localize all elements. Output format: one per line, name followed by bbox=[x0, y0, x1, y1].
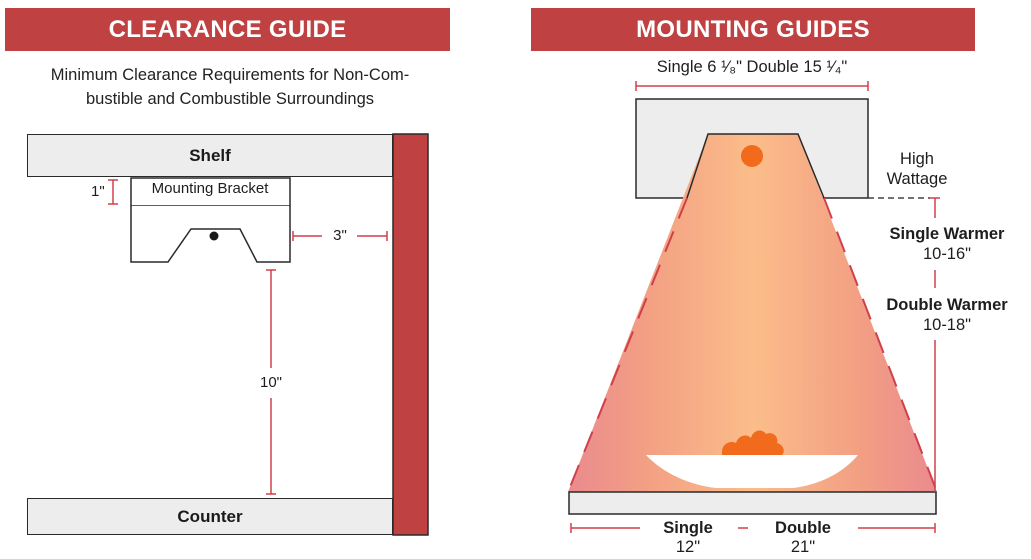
dimension-3-inch-label: 3" bbox=[333, 227, 347, 244]
high-wattage-line-2: Wattage bbox=[886, 170, 948, 188]
mounting-guides-banner: MOUNTING GUIDES bbox=[531, 8, 975, 51]
food-icon bbox=[722, 430, 784, 456]
bottom-double-value: 21" bbox=[790, 538, 816, 556]
heat-zone-right-edge bbox=[823, 197, 938, 493]
warmer-width-label: Single 6 ¹⁄₈" Double 15 ¹⁄₄" bbox=[656, 58, 848, 76]
counter-label: Counter bbox=[177, 506, 243, 526]
counter-slab bbox=[568, 491, 937, 515]
clearance-subtitle: Minimum Clearance Requirements for Non-C… bbox=[0, 63, 460, 111]
shelf: Shelf bbox=[27, 134, 393, 177]
dimension-3-inch bbox=[292, 231, 388, 241]
heat-zone-left-edge bbox=[567, 197, 688, 493]
dimension-10-inch bbox=[266, 269, 276, 495]
warmer-bulb-dot bbox=[209, 231, 219, 241]
counter: Counter bbox=[27, 498, 393, 535]
dimension-10-inch-label: 10" bbox=[259, 374, 283, 391]
single-warmer-label: Single Warmer 10-16" bbox=[890, 224, 1005, 264]
heat-zone bbox=[568, 134, 937, 492]
clearance-subtitle-line-2: bustible and Combustible Surroundings bbox=[85, 90, 374, 108]
bottom-single-name: Single bbox=[663, 519, 713, 537]
high-wattage-line-1: High bbox=[900, 150, 934, 168]
bottom-single-value: 12" bbox=[675, 538, 701, 556]
warmer-width-dimension bbox=[635, 81, 869, 91]
shelf-label: Shelf bbox=[189, 145, 231, 165]
double-warmer-name: Double Warmer bbox=[886, 296, 1008, 314]
mounting-bracket-label: Mounting Bracket bbox=[151, 180, 269, 197]
bottom-double-label: Double 21" bbox=[775, 519, 831, 557]
double-warmer-label: Double Warmer 10-18" bbox=[886, 295, 1007, 335]
reflector-outline bbox=[686, 133, 825, 199]
wall bbox=[392, 133, 429, 536]
clearance-guide-title: CLEARANCE GUIDE bbox=[108, 15, 347, 43]
clearance-subtitle-line-1: Minimum Clearance Requirements for Non-C… bbox=[50, 66, 410, 84]
counter-width-dimension bbox=[570, 523, 936, 533]
mounting-height-dimension bbox=[930, 197, 940, 492]
plate-icon bbox=[646, 455, 858, 488]
bottom-single-label: Single 12" bbox=[663, 519, 713, 557]
warmer-housing bbox=[130, 206, 291, 263]
double-warmer-range: 10-18" bbox=[922, 316, 972, 334]
dimension-1-inch bbox=[108, 179, 118, 205]
high-wattage-label: High Wattage bbox=[887, 149, 948, 189]
mounting-bracket bbox=[130, 177, 291, 207]
lamp-icon bbox=[741, 145, 763, 167]
single-warmer-name: Single Warmer bbox=[889, 225, 1005, 243]
single-warmer-range: 10-16" bbox=[922, 245, 972, 263]
dimension-1-inch-label: 1" bbox=[91, 183, 105, 200]
bottom-double-name: Double bbox=[775, 519, 831, 537]
mounting-guides-title: MOUNTING GUIDES bbox=[636, 15, 870, 43]
clearance-guide-banner: CLEARANCE GUIDE bbox=[5, 8, 450, 51]
